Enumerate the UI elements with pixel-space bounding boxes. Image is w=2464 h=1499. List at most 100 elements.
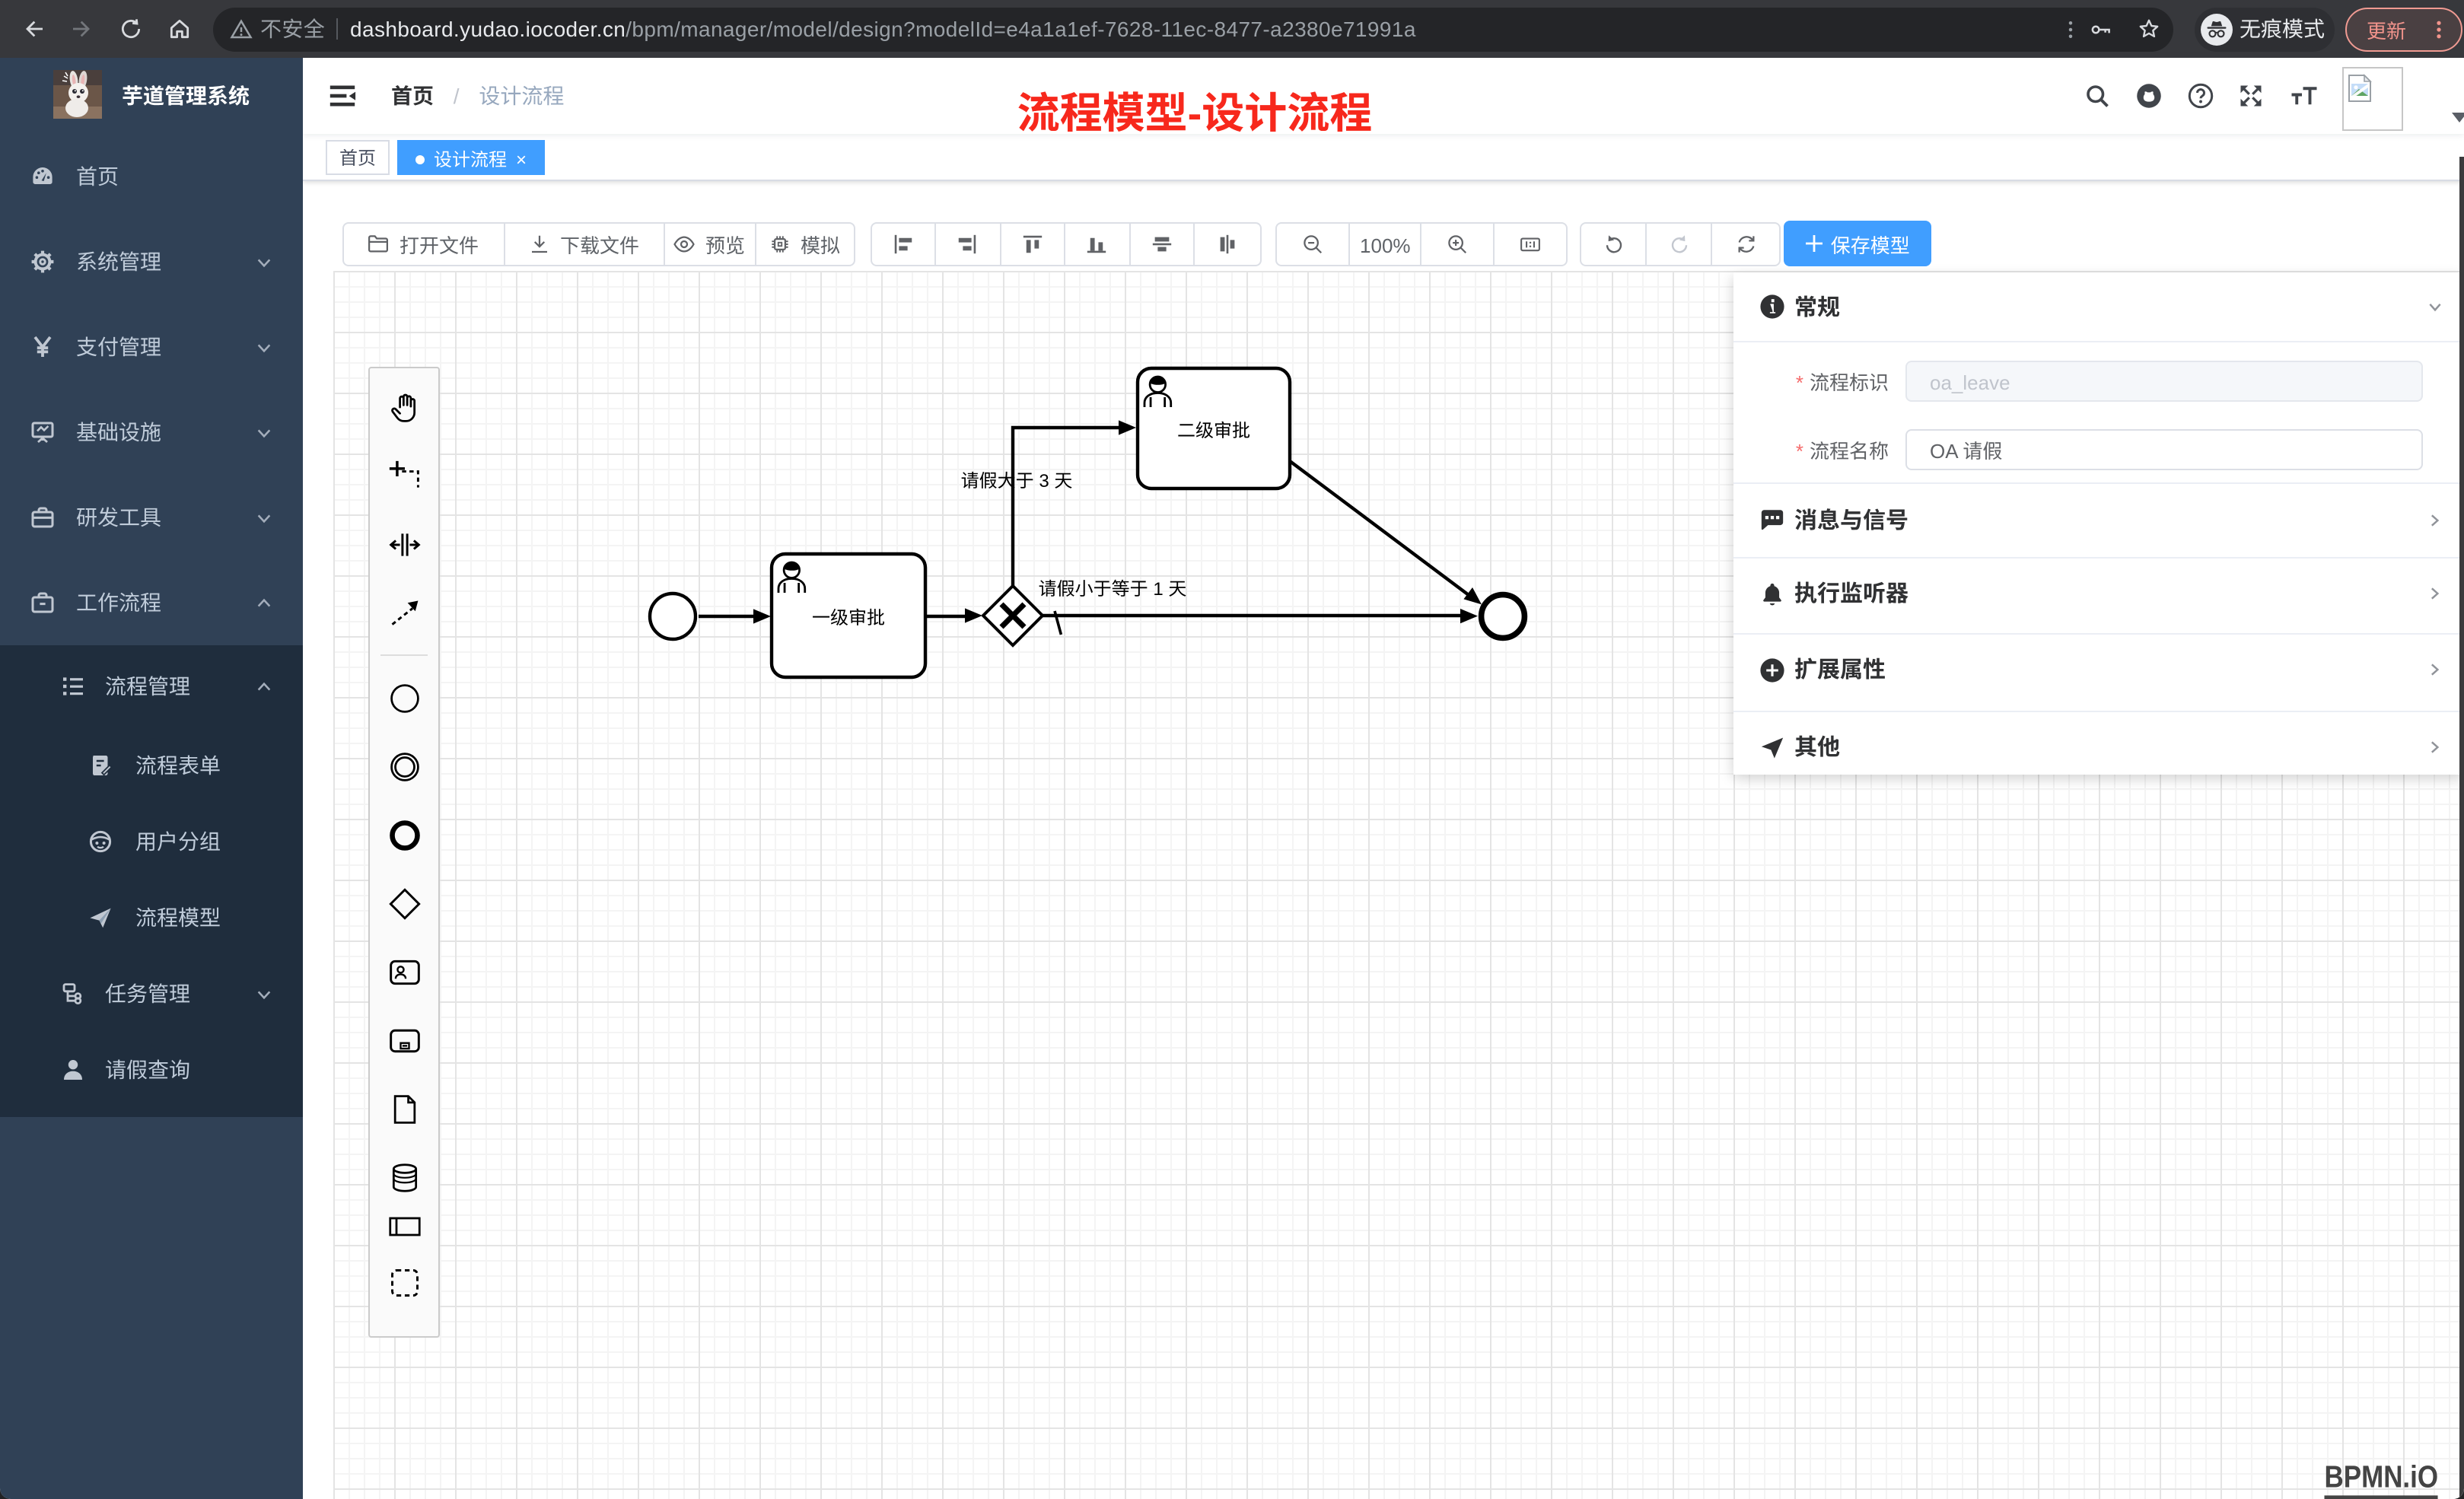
- breadcrumb-separator: /: [453, 81, 460, 111]
- hand-icon: [390, 393, 415, 422]
- forward-icon[interactable]: [70, 17, 94, 41]
- password-key-icon[interactable]: [2090, 18, 2112, 40]
- sidebar-item-infra[interactable]: 基础设施: [0, 390, 303, 475]
- github-icon[interactable]: [2135, 82, 2163, 110]
- create-data-store[interactable]: [370, 1143, 438, 1211]
- section-extended-attrs[interactable]: 扩展属性: [1733, 635, 2464, 705]
- sidebar-item-process-mgmt[interactable]: 流程管理: [0, 645, 303, 727]
- search-icon[interactable]: [2084, 82, 2111, 110]
- browser-toolbar: 不安全 dashboard.yudao.iocoder.cn/bpm/manag…: [0, 0, 2464, 58]
- section-execution-listener[interactable]: 执行监听器: [1733, 559, 2464, 629]
- align-center-horizontal-button[interactable]: [1130, 224, 1195, 265]
- browser-menu-icon[interactable]: [2427, 18, 2450, 40]
- sidebar-item-label: 支付管理: [76, 332, 161, 362]
- download-file-button[interactable]: 下载文件: [505, 224, 664, 265]
- create-start-event[interactable]: [370, 664, 438, 732]
- sidebar-item-workflow[interactable]: 工作流程: [0, 560, 303, 645]
- zoom-out-button[interactable]: [1278, 224, 1350, 265]
- button-label: 打开文件: [399, 230, 479, 259]
- create-subprocess[interactable]: [370, 1006, 438, 1074]
- breadcrumb-home[interactable]: 首页: [391, 81, 434, 111]
- sidebar-item-system[interactable]: 系统管理: [0, 219, 303, 304]
- create-group[interactable]: [370, 1248, 438, 1316]
- sidebar-item-home[interactable]: 首页: [0, 134, 303, 219]
- global-connect-tool[interactable]: [370, 578, 438, 647]
- bpmn-io-watermark[interactable]: BPMN.iO: [2324, 1462, 2439, 1499]
- zoom-reset-icon: [1520, 237, 1541, 252]
- fullscreen-icon[interactable]: [2237, 82, 2265, 110]
- button-label: 模拟: [800, 230, 840, 259]
- create-end-event[interactable]: [370, 800, 438, 869]
- section-message-signal[interactable]: 消息与信号: [1733, 485, 2464, 555]
- sidebar-item-label: 请假查询: [105, 1055, 190, 1085]
- help-icon[interactable]: [2187, 82, 2214, 110]
- tag-home[interactable]: 首页: [326, 140, 390, 175]
- connect-arrow-icon: [390, 600, 418, 625]
- user-task-icon: [389, 959, 419, 985]
- home-icon[interactable]: [167, 17, 192, 41]
- align-top-button[interactable]: [1001, 224, 1065, 265]
- sidebar-item-process-form[interactable]: 流程表单: [0, 727, 303, 804]
- tag-design-process[interactable]: 设计流程×: [397, 140, 546, 175]
- save-model-button[interactable]: 保存模型: [1783, 221, 1932, 266]
- message-icon: [1760, 510, 1783, 530]
- simulate-button[interactable]: 模拟: [756, 224, 853, 265]
- panel-divider: [1733, 556, 2464, 558]
- plus-icon: [1805, 235, 1823, 252]
- sidebar-item-leave-query[interactable]: 请假查询: [0, 1032, 303, 1108]
- toolbar-history-group: [1579, 222, 1781, 266]
- send-icon: [1760, 737, 1783, 758]
- create-participant[interactable]: [370, 1192, 438, 1260]
- preview-button[interactable]: 预览: [664, 224, 756, 265]
- space-tool[interactable]: [370, 510, 438, 578]
- zoom-in-button[interactable]: [1422, 224, 1495, 265]
- dashboard-icon: [33, 167, 53, 184]
- open-file-button[interactable]: 打开文件: [343, 224, 505, 265]
- folder-open-icon: [368, 235, 389, 253]
- sidebar-item-task-mgmt[interactable]: 任务管理: [0, 956, 303, 1032]
- url-ellipsis-icon[interactable]: [2059, 18, 2082, 40]
- process-key-input[interactable]: oa_leave: [1905, 361, 2423, 402]
- caret-down-icon[interactable]: [2452, 113, 2464, 123]
- hand-tool[interactable]: [370, 373, 438, 441]
- sidebar-item-label: 首页: [76, 161, 119, 192]
- update-button[interactable]: 更新: [2345, 7, 2462, 51]
- sidebar-submenu: 流程管理 流程表单 用户分组 流程模型 任务管理 请假: [0, 645, 303, 1117]
- create-intermediate-event[interactable]: [370, 732, 438, 800]
- section-other[interactable]: 其他: [1733, 712, 2464, 782]
- redo-button[interactable]: [1647, 224, 1713, 265]
- subprocess-icon: [389, 1028, 419, 1052]
- font-size-icon[interactable]: [2289, 82, 2319, 110]
- tag-close-icon[interactable]: ×: [516, 146, 527, 172]
- refresh-button[interactable]: [1713, 224, 1778, 265]
- section-general[interactable]: 常规: [1733, 272, 2464, 342]
- undo-button[interactable]: [1581, 224, 1647, 265]
- create-user-task[interactable]: [370, 937, 438, 1006]
- zoom-reset-button[interactable]: [1495, 224, 1567, 265]
- address-bar[interactable]: 不安全 dashboard.yudao.iocoder.cn/bpm/manag…: [213, 7, 2173, 51]
- create-data-object[interactable]: [370, 1074, 438, 1143]
- align-right-button[interactable]: [936, 224, 1001, 265]
- panel-divider: [1733, 710, 2464, 711]
- process-name-input[interactable]: OA 请假: [1905, 429, 2423, 470]
- sidebar-item-devtools[interactable]: 研发工具: [0, 475, 303, 560]
- align-left-button[interactable]: [871, 224, 936, 265]
- avatar[interactable]: [2341, 66, 2402, 130]
- align-bottom-button[interactable]: [1065, 224, 1130, 265]
- create-gateway[interactable]: [370, 869, 438, 937]
- reload-icon[interactable]: [119, 17, 143, 41]
- bookmark-star-icon[interactable]: [2137, 17, 2161, 41]
- app-title[interactable]: 芋道管理系统: [122, 81, 250, 111]
- back-icon[interactable]: [21, 17, 46, 41]
- sidebar-item-user-group[interactable]: 用户分组: [0, 804, 303, 880]
- lasso-tool[interactable]: [370, 441, 438, 510]
- briefcase-icon: [31, 507, 54, 528]
- sidebar-item-label: 任务管理: [105, 979, 190, 1009]
- sidebar-item-payment[interactable]: 支付管理: [0, 304, 303, 390]
- sidebar-toggle-icon[interactable]: [329, 82, 356, 110]
- task1-label: 一级审批: [811, 604, 885, 630]
- align-center-vertical-button[interactable]: [1195, 224, 1260, 265]
- logo-avatar: [53, 70, 102, 119]
- sidebar-item-process-model[interactable]: 流程模型: [0, 880, 303, 956]
